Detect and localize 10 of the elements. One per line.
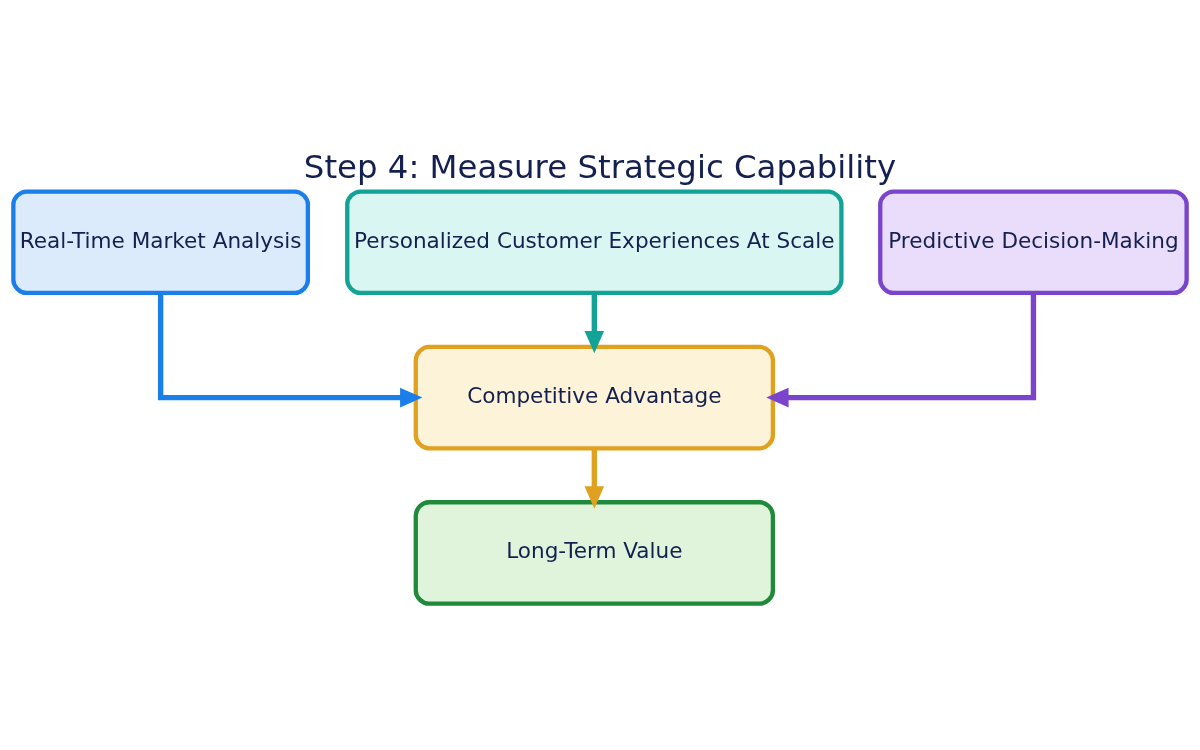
node-box: Predictive Decision-Making (878, 188, 1189, 295)
arrow (766, 292, 1037, 407)
diagram-title: Step 4: Measure Strategic Capability (303, 147, 897, 186)
arrow (157, 292, 423, 407)
arrow (584, 292, 605, 353)
node-box: Long-Term Value (413, 499, 776, 606)
arrow (584, 448, 605, 509)
node-box: Personalized Customer Experiences At Scale (345, 188, 844, 295)
node-box: Competitive Advantage (413, 344, 776, 450)
node-box: Real-Time Market Analysis (11, 188, 311, 295)
